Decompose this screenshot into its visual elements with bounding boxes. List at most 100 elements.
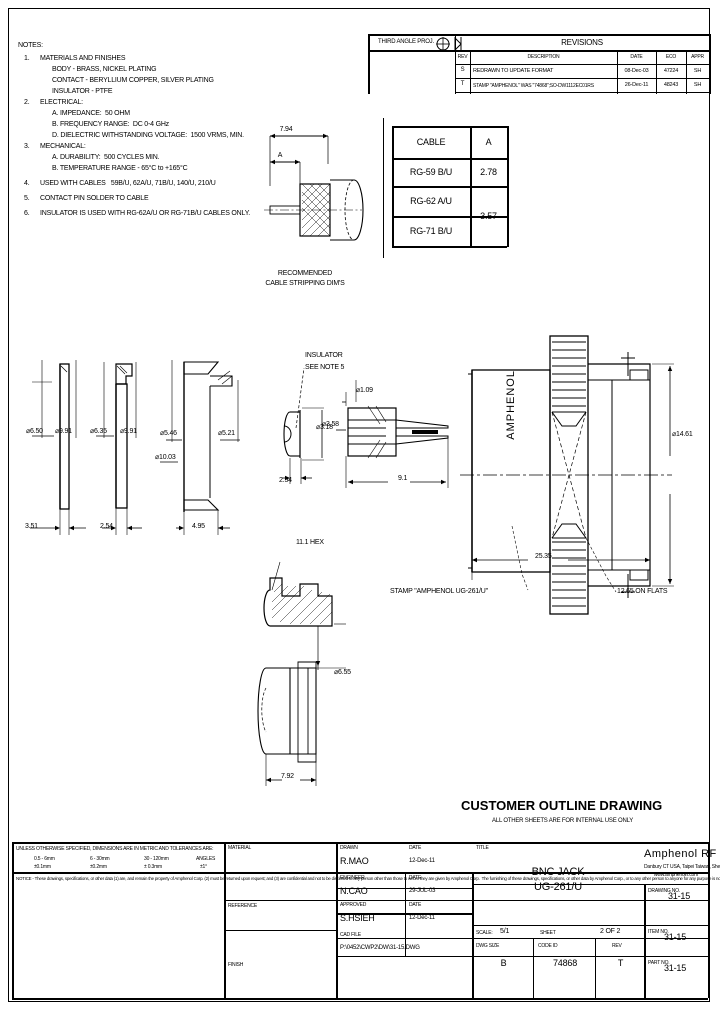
engineer-date-label: DATE [409, 875, 422, 881]
cable-stripping-geometry [264, 133, 364, 241]
note-1-num: 1. [24, 55, 30, 62]
cable-table-row-1-cable: RG-62 A/U [410, 196, 452, 206]
note-3-num: 3. [24, 143, 30, 150]
material-label: MATERIAL [228, 845, 252, 851]
note-4-text: USED WITH CABLES 59B/U, 62A/U, 71B/U, 14… [40, 180, 216, 187]
rev-row-0-desc: REDRAWN TO UPDATE FORMAT [473, 68, 554, 74]
tol-value-1: ±0.2mm [90, 864, 107, 870]
cadfile-label: CAD FILE [340, 932, 361, 938]
hexnut-geometry [257, 561, 346, 786]
rev-row-1-eco: 48243 [663, 82, 679, 88]
note-6-num: 6. [24, 210, 30, 217]
note-2-text: ELECTRICAL: [40, 99, 83, 106]
scale-value: 5/1 [500, 928, 510, 935]
customer-title: CUSTOMER OUTLINE DRAWING [461, 798, 663, 813]
tol-range-0: 0.5 - 6mm [34, 856, 55, 862]
rev-header-eco: ECO [665, 54, 677, 60]
rev-label: REV [612, 943, 622, 949]
tol-range-2: 30 - 120mm [144, 856, 169, 862]
dim-d4: ⌀9.91 [120, 428, 137, 435]
rev-row-0-date: 08-Dec-03 [624, 68, 649, 74]
rev-header-appr: APPR [691, 54, 704, 60]
itemno-label: ITEM NO. [648, 929, 669, 935]
note-1-sub-1: BODY - BRASS, NICKEL PLATING [52, 66, 157, 73]
drawn-date: 12-Dec-11 [409, 858, 435, 864]
engineer-label: ENGINEER [340, 875, 365, 881]
note-2-sub-3: D. DIELECTRIC WITHSTANDING VOLTAGE: 1500… [52, 132, 244, 139]
cable-table-header-cable: CABLE [416, 137, 446, 147]
dwgno-value: 31-15 [668, 891, 691, 901]
cable-table-row-0-a: 2.78 [480, 167, 497, 177]
note-3-sub-2: B. TEMPERATURE RANGE - 65°C to +165°C [52, 165, 188, 172]
tol-range-1: 6 - 30mm [90, 856, 110, 862]
dim-d10: 4.95 [192, 523, 205, 530]
revisions-title: REVISIONS [561, 38, 603, 47]
third-angle-symbol-icon [436, 36, 462, 52]
code-label: CODE ID [538, 943, 558, 949]
rev-row-1-date: 26-Dec-11 [624, 82, 649, 88]
engineer-value: N.CAO [340, 886, 368, 896]
dim-d14: ⌀3.18 [316, 424, 333, 431]
sheet-border [8, 8, 710, 1002]
dim-d7: ⌀10.03 [155, 454, 176, 461]
code-value: 74868 [552, 958, 578, 968]
dim-d6: ⌀5.21 [218, 430, 235, 437]
dwgsize-value: B [500, 958, 507, 968]
partno-label: PART NO. [648, 960, 670, 966]
note-1-sub-2: CONTACT - BERYLLIUM COPPER, SILVER PLATI… [52, 77, 214, 84]
cable-table-header-a: A [485, 137, 492, 147]
reference-label: REFERENCE [228, 903, 258, 909]
note-6-text: INSULATOR IS USED WITH RG-62A/U OR RG-71… [40, 210, 251, 217]
note-5-text: CONTACT PIN SOLDER TO CABLE [40, 195, 149, 202]
dim-d12: 2.54 [279, 477, 292, 484]
note-1-sub-3: INSULATOR - PTFE [52, 88, 113, 95]
drawn-date-label: DATE [409, 845, 422, 851]
rev-row-1-desc: STAMP "AMPHENOL" WAS "74868";SO-DW1112EC… [473, 83, 594, 89]
dim-d5: ⌀5.46 [160, 430, 177, 437]
dim-d17: 25.35 [535, 553, 552, 560]
engineer-date: 29-JUL-03 [409, 888, 436, 894]
dim-d1: ⌀6.50 [26, 428, 43, 435]
strip-caption-line2: CABLE STRIPPING DIM'S [265, 280, 345, 287]
rev-row-1-appr: SH [693, 82, 702, 88]
rev-row-0-eco: 47224 [663, 68, 679, 74]
dim-d3: ⌀6.35 [90, 428, 107, 435]
finish-label: FINISH [228, 962, 244, 968]
note-4-num: 4. [24, 180, 30, 187]
dim-d15: 9.1 [398, 475, 408, 482]
approved-label: APPROVED [340, 902, 367, 908]
dim-strip-a: A [277, 152, 283, 159]
leader-insulator-line1: INSULATOR [305, 352, 343, 359]
drawn-label: DRAWN [340, 845, 358, 851]
dim-d20: 7.92 [281, 773, 294, 780]
projection-label: THIRD ANGLE PROJ. [378, 39, 434, 45]
main-connector-geometry [460, 335, 674, 615]
dim-d13: ⌀1.09 [356, 387, 373, 394]
detail-geometry-left [30, 360, 240, 535]
leader-stamp-text: STAMP "AMPHENOL UG-261/U" [390, 588, 488, 595]
drawn-value: R.MAO [340, 856, 369, 866]
rev-row-0-appr: SH [693, 68, 702, 74]
dim-d11: ⌀3.58 [322, 421, 339, 428]
dwgsize-label: DWG SIZE [476, 943, 500, 949]
note-1-text: MATERIALS AND FINISHES [40, 55, 126, 62]
legal-notice: NOTICE - These drawings, specifications,… [16, 876, 720, 881]
dim-d2: ⌀9.91 [55, 428, 72, 435]
title-line1: BNC JACK [531, 866, 585, 878]
dim-d16: ⌀14.61 [672, 431, 693, 438]
approved-date-label: DATE [409, 902, 422, 908]
note-3-sub-1: A. DURABILITY: 500 CYCLES MIN. [52, 154, 160, 161]
dim-d9: 2.54 [100, 523, 113, 530]
note-2-sub-2: B. FREQUENCY RANGE: DC 0-4 GHz [52, 121, 169, 128]
note-2-num: 2. [24, 99, 30, 106]
cable-table-row-0-cable: RG-59 B/U [409, 167, 453, 177]
leader-insulator-line2: SEE NOTE 5 [305, 364, 345, 371]
company-name: Amphenol RF [644, 848, 717, 860]
scale-label: SCALE: [476, 930, 493, 936]
sheet-value: 2 OF 2 [600, 928, 621, 935]
company-web: www.amphenolrf.com [653, 872, 699, 878]
note-2-sub-1: A. IMPEDANCE: 50 OHM [52, 110, 130, 117]
dim-strip-total: 7.94 [279, 126, 293, 133]
approved-value: S.HSIEH [340, 913, 375, 923]
